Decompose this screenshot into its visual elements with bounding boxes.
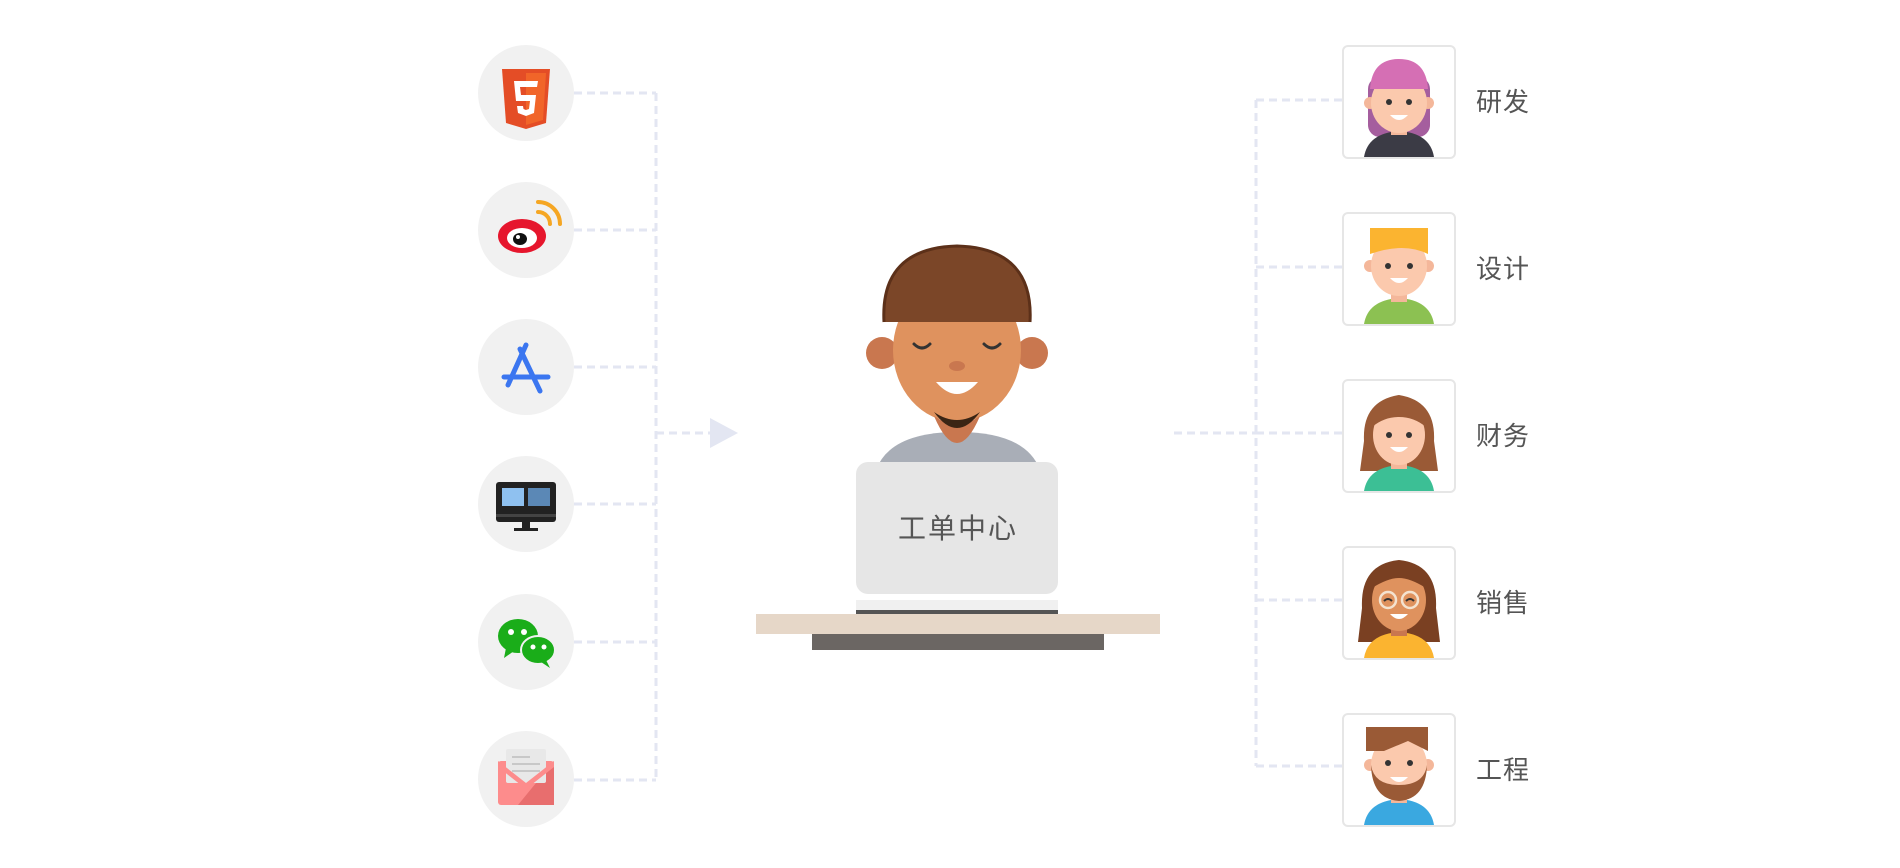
channel-html5[interactable]	[478, 45, 574, 141]
wechat-icon	[498, 619, 556, 668]
agent-hair	[883, 246, 1031, 322]
dept-label-dev: 研发	[1476, 88, 1531, 118]
avatar-brown-hair-woman	[1360, 395, 1438, 491]
flow-arrow-icon	[710, 418, 738, 448]
avatar-blonde-hair	[1364, 228, 1434, 324]
dept-label-sales: 销售	[1476, 589, 1531, 619]
html5-icon	[502, 69, 550, 129]
ticket-center-label: 工单中心	[897, 512, 1018, 545]
laptop	[856, 462, 1058, 594]
dept-card-design[interactable]	[1342, 212, 1456, 326]
channel-email[interactable]	[478, 731, 574, 827]
channel-appstore[interactable]	[478, 319, 574, 415]
desk-base	[812, 634, 1104, 650]
avatar-glasses-woman	[1358, 560, 1440, 658]
dept-label-design: 设计	[1476, 255, 1531, 285]
laptop-base	[856, 600, 1058, 615]
dept-card-sales[interactable]	[1342, 546, 1456, 660]
weibo-icon	[498, 200, 562, 253]
app-store-icon	[501, 342, 551, 394]
desk-top	[756, 614, 1160, 634]
dept-card-finance[interactable]	[1342, 379, 1456, 493]
channel-wechat[interactable]	[478, 594, 574, 690]
desktop-monitor-icon	[496, 482, 556, 531]
dept-card-engineering[interactable]	[1342, 713, 1456, 827]
dept-label-finance: 财务	[1476, 422, 1531, 452]
channel-weibo[interactable]	[478, 182, 574, 278]
dept-card-dev[interactable]	[1342, 45, 1456, 159]
agent-shoulders	[876, 432, 1040, 470]
avatar-pink-hair	[1364, 59, 1434, 157]
avatar-bearded-man	[1364, 727, 1434, 825]
channel-web[interactable]	[478, 456, 574, 552]
dept-label-engineering: 工程	[1476, 756, 1531, 786]
email-icon	[498, 749, 554, 805]
